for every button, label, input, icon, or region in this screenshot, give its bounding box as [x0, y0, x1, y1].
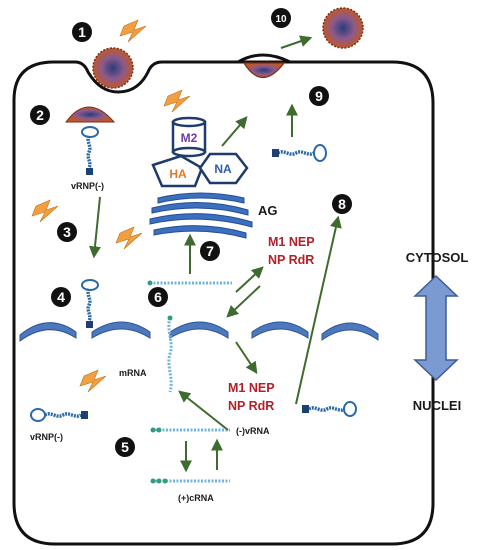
- lightning-icon: [163, 89, 191, 113]
- plus-crna-label: (+)cRNA: [178, 493, 214, 503]
- svg-text:5: 5: [121, 439, 129, 455]
- np-rdr-top-label: NP RdR: [268, 253, 314, 267]
- m2-protein: M2: [171, 116, 207, 158]
- na-protein: NA: [198, 152, 249, 185]
- step-markers: 1 2 3 4 5 6 7 8 9 10: [30, 8, 352, 457]
- vrnp-bottom-label: vRNP(-): [30, 432, 63, 442]
- nuclei-label: NUCLEI: [413, 398, 461, 413]
- step-marker-3: 3: [57, 222, 77, 242]
- minus-vrna-label: (-)vRNA: [236, 426, 270, 436]
- mrna-label: mRNA: [119, 368, 147, 378]
- virus-particle-released: [322, 7, 364, 49]
- m1-nep-top-label: M1 NEP: [268, 235, 315, 249]
- minus-vrna-strand: [150, 427, 230, 433]
- double-arrow-icon: [413, 274, 459, 382]
- rna-strand-icon: [147, 280, 232, 286]
- svg-text:2: 2: [36, 107, 44, 123]
- m1-nep-bottom-label: M1 NEP: [228, 381, 275, 395]
- vrnp-icon: [80, 278, 100, 330]
- step-marker-10: 10: [271, 8, 291, 28]
- cell-membrane: [12, 60, 435, 546]
- lightning-icon: [79, 369, 107, 393]
- vrnp-horizontal-bottom-left: [30, 408, 88, 422]
- step-marker-5: 5: [115, 437, 135, 457]
- na-label: NA: [214, 162, 232, 176]
- svg-text:3: 3: [63, 224, 71, 240]
- golgi-apparatus: [149, 192, 253, 239]
- svg-text:8: 8: [338, 196, 346, 212]
- plus-crna-strand: [150, 478, 230, 484]
- step-marker-6: 6: [148, 287, 168, 307]
- lightning-icon: [119, 19, 147, 43]
- mrna-strand: [167, 315, 173, 393]
- step-marker-9: 9: [309, 86, 329, 106]
- vrnp-icon: [80, 125, 100, 177]
- ag-label: AG: [258, 203, 278, 218]
- svg-text:10: 10: [275, 14, 287, 25]
- step-marker-4: 4: [51, 287, 71, 307]
- lightning-icon: [31, 199, 59, 223]
- svg-text:7: 7: [206, 243, 214, 259]
- svg-text:1: 1: [78, 24, 86, 40]
- step-marker-8: 8: [332, 194, 352, 214]
- cytosol-label: CYTOSOL: [406, 250, 469, 265]
- virus-particle-entering: [92, 47, 134, 89]
- step-marker-7: 7: [200, 241, 220, 261]
- nuclear-envelope: [19, 321, 379, 342]
- lightning-icon: [115, 226, 143, 250]
- step-marker-1: 1: [72, 22, 92, 42]
- pathway-arrows: [89, 35, 342, 473]
- ha-label: HA: [169, 167, 187, 181]
- np-rdr-bottom-label: NP RdR: [228, 399, 274, 413]
- vrnp-horizontal-top: [272, 144, 327, 162]
- ha-protein: HA: [151, 154, 204, 188]
- vrnp-horizontal-bottom-right: [302, 401, 357, 417]
- step-marker-2: 2: [30, 105, 50, 125]
- virus-uncoating: [65, 106, 116, 123]
- m2-label: M2: [181, 131, 198, 145]
- svg-text:4: 4: [57, 289, 65, 305]
- vrnp-top-label: vRNP(-): [71, 181, 104, 191]
- svg-text:6: 6: [154, 289, 162, 305]
- svg-text:9: 9: [315, 88, 323, 104]
